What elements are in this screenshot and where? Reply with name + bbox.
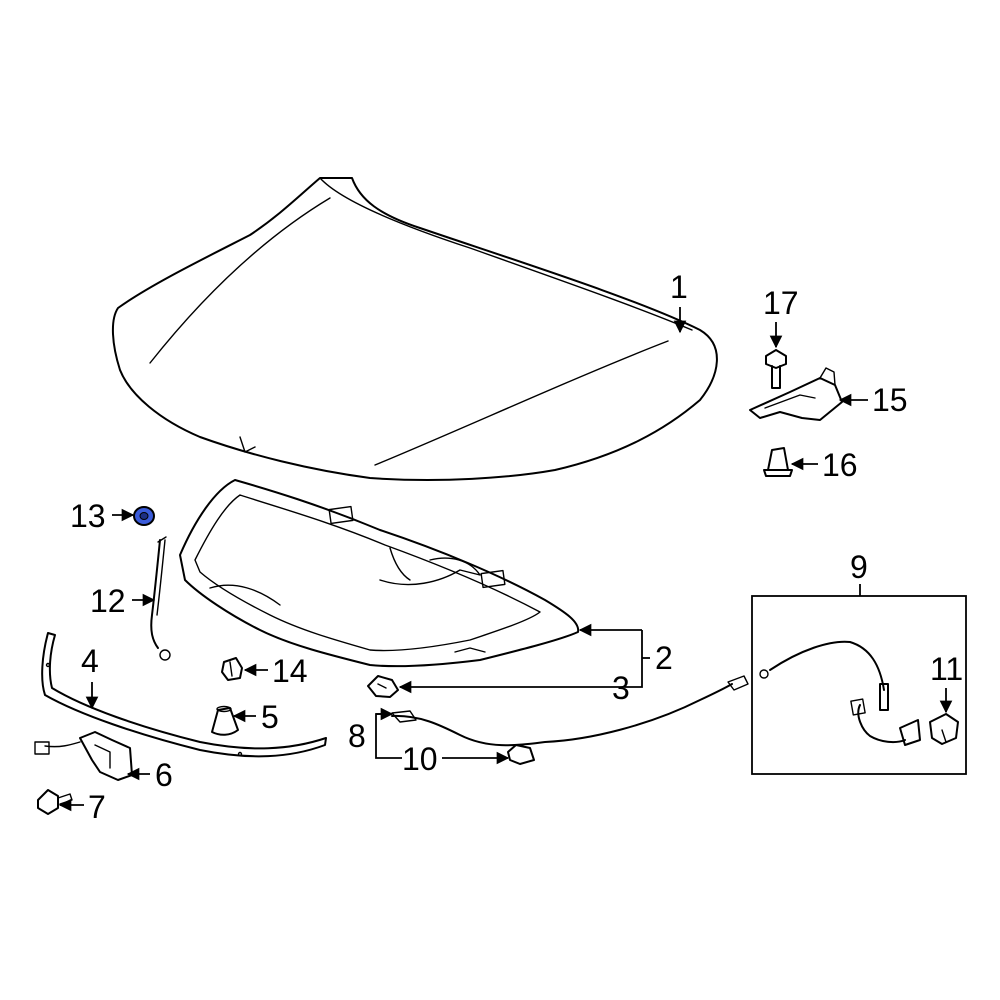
hood-hinge[interactable] [749, 367, 843, 421]
callout-8: 8 [348, 718, 366, 754]
callout-13: 13 [70, 498, 106, 534]
release-handle[interactable] [929, 713, 959, 745]
hood-insulator[interactable] [179, 479, 580, 668]
release-handle-cable[interactable] [759, 640, 921, 746]
callout-7: 7 [88, 789, 106, 825]
hinge-clip[interactable] [763, 447, 793, 477]
callout-3: 3 [612, 670, 630, 706]
callout-labels: 1 17 15 16 13 12 2 3 14 5 4 6 7 8 10 9 1… [70, 269, 963, 825]
callout-12: 12 [90, 583, 126, 619]
insulator-clip[interactable] [367, 675, 399, 698]
release-assembly-box [751, 595, 967, 775]
latch-bolt[interactable] [37, 789, 73, 815]
hood-bumper[interactable] [211, 705, 239, 736]
hood-prop-rod[interactable] [150, 536, 171, 661]
callout-17: 17 [763, 285, 799, 321]
callout-2: 2 [655, 640, 673, 676]
callout-15: 15 [872, 382, 908, 418]
prop-rod-grommet[interactable] [133, 506, 155, 526]
callout-14: 14 [272, 653, 308, 689]
release-cable[interactable] [391, 675, 749, 747]
hinge-bolt[interactable] [765, 349, 787, 389]
callout-4: 4 [81, 643, 99, 679]
hood-panel[interactable] [111, 177, 718, 481]
cable-clip[interactable] [507, 744, 535, 765]
callout-11: 11 [930, 651, 963, 687]
hood-latch[interactable] [34, 731, 133, 781]
hood-seal[interactable] [41, 632, 327, 758]
callout-16: 16 [822, 447, 858, 483]
callout-9: 9 [850, 549, 868, 585]
callout-1: 1 [670, 269, 688, 305]
leader-lines [58, 307, 953, 812]
callout-5: 5 [261, 699, 279, 735]
callout-6: 6 [155, 757, 173, 793]
prop-rod-clip[interactable] [221, 657, 243, 681]
callout-10: 10 [402, 741, 438, 777]
